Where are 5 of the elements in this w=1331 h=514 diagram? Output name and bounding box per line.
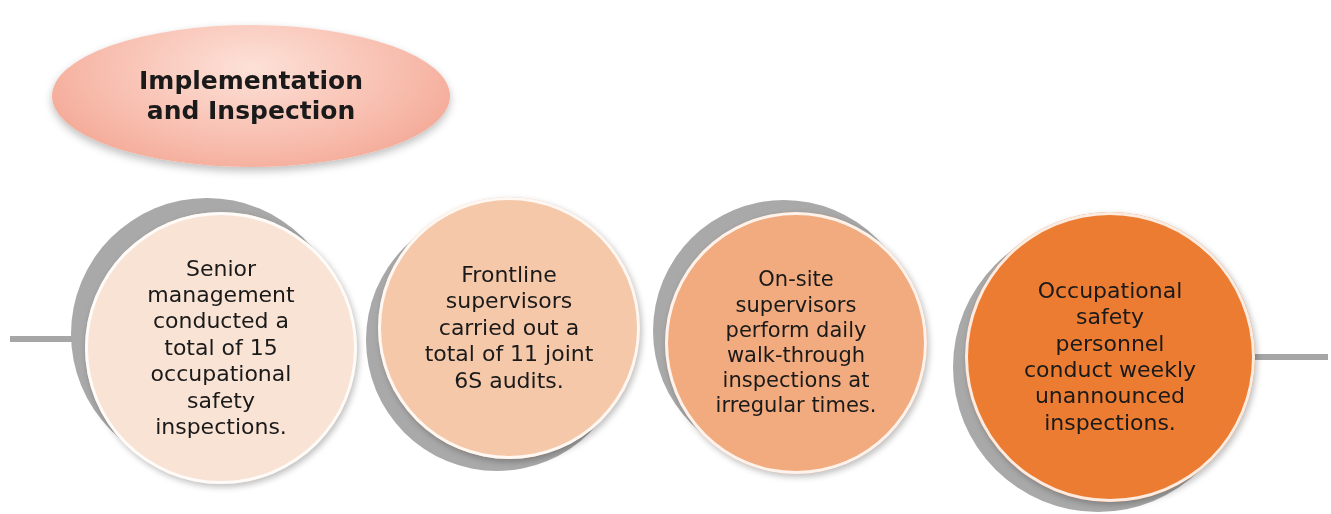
node-text: Senior management conducted a total of 15 occupational safety inspections. <box>146 255 296 441</box>
node-text: Occupational safety personnel conduct weekly unannounced inspections. <box>1022 277 1198 437</box>
node-text: Frontline supervisors carried out a total of 11 joint 6S audits. <box>423 262 595 394</box>
title-text: Implementation and Inspection <box>138 66 364 126</box>
node-text: On-site supervisors perform daily walk-through inspections at irregular times. <box>714 267 878 419</box>
